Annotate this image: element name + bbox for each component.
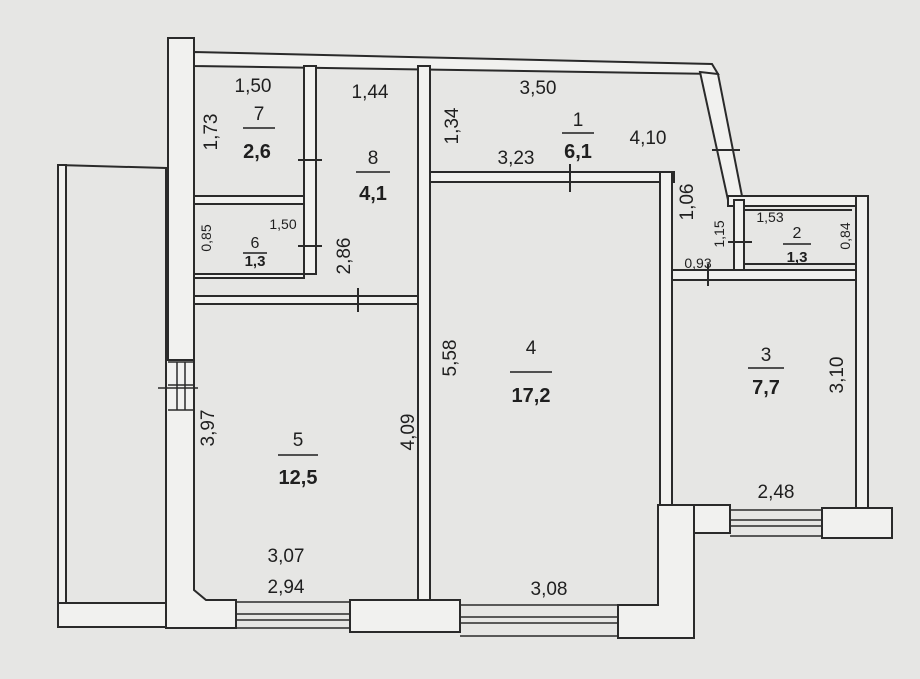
dim-r8-width: 1,44 <box>352 82 389 103</box>
room-number: 3 <box>761 345 772 366</box>
dim-r1-diagonal: 4,10 <box>630 128 667 149</box>
dimension-labels: 1,50 1,73 1,44 2,86 3,50 1,34 3,23 4,10 … <box>198 76 853 600</box>
dim-r4-width: 3,08 <box>531 579 568 600</box>
dim-r5-width-outer: 3,07 <box>268 546 305 567</box>
outer-walls <box>165 37 893 639</box>
room-number: 5 <box>293 430 304 451</box>
dim-r2-height: 0,84 <box>837 222 853 249</box>
room-area: 7,7 <box>752 377 780 399</box>
room-area: 2,6 <box>243 141 271 163</box>
window-room3 <box>730 509 822 537</box>
room-area: 17,2 <box>512 385 551 407</box>
room-number: 4 <box>526 338 537 359</box>
room-area: 6,1 <box>564 141 592 163</box>
partitions <box>193 65 857 601</box>
room-number: 1 <box>573 110 584 131</box>
dim-r5-height-left: 3,97 <box>198 410 219 447</box>
room-labels: 1 6,1 2 1,3 3 7,7 4 17,2 5 12,5 6 1,3 <box>243 104 811 489</box>
dim-r2-width: 1,53 <box>756 209 783 225</box>
dim-r6-height: 0,85 <box>198 224 214 251</box>
room-number: 2 <box>793 225 802 242</box>
room-number: 6 <box>251 235 260 252</box>
room-4-label: 4 17,2 <box>510 338 552 407</box>
dim-r1-top: 3,50 <box>520 78 557 99</box>
dim-r4-height: 5,58 <box>440 340 461 377</box>
balcony-door <box>158 361 198 411</box>
balcony <box>57 163 167 628</box>
door-marks <box>298 149 752 312</box>
dim-r7-height: 1,73 <box>201 114 222 151</box>
room-area: 1,3 <box>245 253 266 270</box>
dim-r3-width: 2,48 <box>758 482 795 503</box>
room-5-label: 5 12,5 <box>278 430 318 489</box>
dim-r3-height: 3,10 <box>827 357 848 394</box>
dim-r1-bottom: 3,23 <box>498 148 535 169</box>
window-room5 <box>236 601 350 629</box>
room-8-label: 8 4,1 <box>356 148 390 205</box>
room-1-label: 1 6,1 <box>562 110 594 163</box>
dim-corridor-small: 0,93 <box>684 255 711 271</box>
dim-r1-height: 1,34 <box>442 107 463 144</box>
dim-r6-width: 1,50 <box>269 216 296 232</box>
room-7-label: 7 2,6 <box>243 104 275 163</box>
room-3-label: 3 7,7 <box>748 345 784 399</box>
room-area: 1,3 <box>787 249 808 266</box>
windows <box>158 361 822 637</box>
room-2-label: 2 1,3 <box>783 225 811 266</box>
room-number: 7 <box>254 104 265 125</box>
room-6-label: 6 1,3 <box>243 235 267 270</box>
dim-r8-height: 2,86 <box>334 238 355 275</box>
room-area: 4,1 <box>359 183 387 205</box>
dim-r1-right: 1,06 <box>677 184 698 221</box>
dim-r5-width-inner: 2,94 <box>268 577 305 598</box>
dim-r7-width: 1,50 <box>235 76 272 97</box>
dim-r2-left: 1,15 <box>711 220 727 247</box>
dim-r5-height-right: 4,09 <box>398 414 419 451</box>
window-room4 <box>460 604 618 637</box>
room-area: 12,5 <box>279 467 318 489</box>
room-number: 8 <box>368 148 379 169</box>
